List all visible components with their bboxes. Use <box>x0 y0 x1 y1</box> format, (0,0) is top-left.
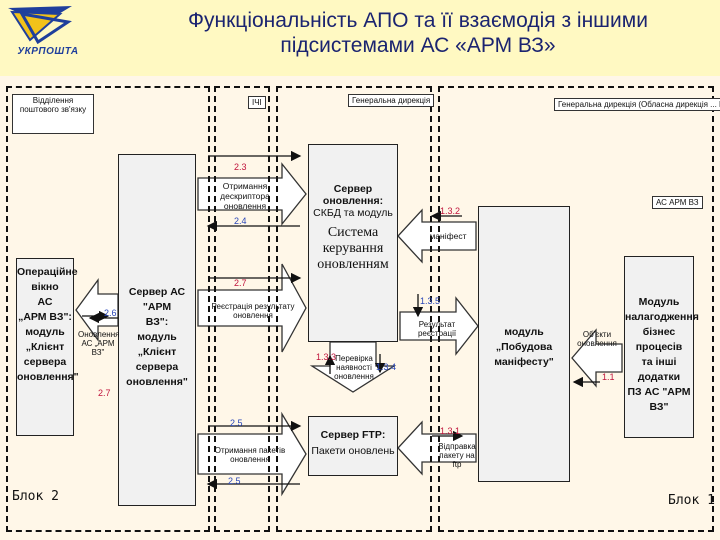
step-1-3-2: 1.3.2 <box>440 206 461 216</box>
server-as-line: модуль „Клієнт <box>137 331 177 358</box>
update-arm-arrow <box>75 278 119 342</box>
label-line: Отримання дескриптора <box>220 181 270 201</box>
label-line: оновлення <box>223 200 267 211</box>
page-title: Функціональність АПО та її взаємодія з і… <box>128 8 708 58</box>
step-1-3-1: 1.3.1 <box>440 426 461 436</box>
config-module-line: Модуль <box>638 296 680 308</box>
label-line: ftp <box>452 460 462 470</box>
update-server-line: Система <box>327 225 379 240</box>
block-2-label: Блок 2 <box>12 489 59 504</box>
server-as-box: Сервер АС "АРМ ВЗ": модуль „Клієнт серве… <box>118 154 196 506</box>
label-line: наявності <box>336 363 372 373</box>
config-module-line: налагодження <box>625 311 699 323</box>
operator-line: оновлення" <box>17 371 79 383</box>
tag-arm: АС АРМ ВЗ <box>652 196 703 209</box>
update-server-title: Сервер оновлення: <box>322 183 384 207</box>
diagram-area: Відділення поштового зв'язку ІЧІ Генерал… <box>0 76 720 540</box>
ftp-server-box: Сервер FTP: Пакети оновлень <box>308 416 398 476</box>
operator-line: сервера <box>23 356 67 368</box>
ukrposhta-logo: УКРПОШТА <box>2 2 88 64</box>
label-result-registration: Результат реєстрації <box>417 320 457 339</box>
manifest-arrow <box>397 208 477 264</box>
config-module-line: та інші додатки <box>637 356 681 383</box>
label-line: Відправка пакету на <box>438 442 476 461</box>
operator-window-box: Операційне вікно АС „АРМ ВЗ": модуль „Кл… <box>16 258 79 436</box>
label-line: оновлення <box>577 339 617 349</box>
update-server-line: СКБД та модуль <box>313 207 393 219</box>
label-get-descriptor: Отримання дескриптора оновлення <box>204 181 286 211</box>
label-line: Оновлення <box>78 330 120 339</box>
step-1-3-5: 1.3.5 <box>420 296 441 306</box>
operator-line: Операційне <box>17 266 78 278</box>
region-block2 <box>6 86 210 532</box>
operator-line: „АРМ ВЗ": <box>18 311 72 323</box>
label-line: оновлення <box>334 372 374 382</box>
config-module-line: ПЗ АС "АРМ ВЗ" <box>627 386 691 413</box>
operator-line: вікно <box>31 281 59 293</box>
region-center <box>276 86 432 532</box>
check-update-arrow <box>309 341 397 393</box>
title-line-1: Функціональність АПО та її взаємодія з і… <box>188 9 648 32</box>
tag-left: Відділення поштового зв'язку <box>12 94 94 134</box>
logo-bird-icon <box>8 6 72 45</box>
objects-arrow <box>571 328 623 388</box>
tag-right: Генеральна дирекція (Обласна дирекція ..… <box>554 98 720 111</box>
config-module-box: Модуль налагодження бізнес процесів та і… <box>624 256 699 438</box>
step-1-1: 1.1 <box>602 372 615 382</box>
update-server-line: керування <box>322 241 384 256</box>
region-ichi <box>214 86 270 532</box>
block-1-label: Блок 1 <box>668 493 715 508</box>
label-line: Перевірка <box>335 354 373 363</box>
label-send-package: Відправка пакету на ftp <box>432 442 482 470</box>
operator-line: АС <box>37 296 53 308</box>
register-arrow <box>197 263 307 353</box>
packages-arrow <box>197 411 307 497</box>
server-as-line: сервера <box>135 361 179 373</box>
step-2-7b: 2.7 <box>98 388 111 398</box>
step-2-4: 2.4 <box>234 216 247 226</box>
logo-text: УКРПОШТА <box>17 46 79 57</box>
label-get-packages: Отримання пакетів оновлення <box>214 446 286 465</box>
tag-mid: ІЧІ <box>248 96 266 109</box>
ftp-server-line: Пакети оновлень <box>311 445 395 457</box>
label-manifest: маніфест <box>429 231 467 241</box>
title-line-2: підсистемами АС «АРМ ВЗ» <box>280 34 556 57</box>
step-2-6: 2.6 <box>104 308 117 318</box>
update-server-box: Сервер оновлення: СКБД та модуль Система… <box>308 144 398 342</box>
label-line: ВЗ" <box>91 348 105 358</box>
ftp-server-title: Сервер FTP: <box>320 429 386 441</box>
tag-center: Генеральна дирекція <box>348 94 435 107</box>
server-as-line: оновлення" <box>126 376 188 388</box>
label-line: Об'єкти <box>582 330 612 339</box>
label-update-arm: Оновлення АС „АРМ ВЗ" <box>78 330 120 358</box>
label-objects-update: Об'єкти оновлення <box>574 330 620 348</box>
step-1-3-3: 1.3.3 <box>316 352 337 362</box>
label-line: АС „АРМ <box>81 339 115 349</box>
server-as-line: ВЗ": <box>145 316 169 328</box>
manifest-module-line: модуль „Побудова <box>495 326 553 353</box>
step-2-5a: 2.5 <box>230 418 243 428</box>
diagram-lines <box>75 150 623 497</box>
step-2-5b: 2.5 <box>228 476 241 486</box>
region-right <box>438 86 714 532</box>
server-as-line: Сервер АС "АРМ <box>128 286 186 313</box>
step-2-3: 2.3 <box>234 162 247 172</box>
operator-line: модуль <box>25 326 65 338</box>
manifest-module-line: маніфесту" <box>494 356 554 368</box>
step-1-3-4: 1.3.4 <box>376 362 397 372</box>
label-check-update: Перевірка наявності оновлення <box>334 354 374 382</box>
operator-line: „Клієнт <box>25 341 65 353</box>
update-server-line: оновленням <box>317 257 389 272</box>
step-2-7a: 2.7 <box>234 278 247 288</box>
config-module-line: бізнес процесів <box>635 326 683 353</box>
label-register-result: Реєстрація результату оновлення <box>211 302 295 321</box>
manifest-module-box: модуль „Побудова маніфесту" <box>478 206 570 482</box>
descriptor-arrow <box>197 162 307 226</box>
